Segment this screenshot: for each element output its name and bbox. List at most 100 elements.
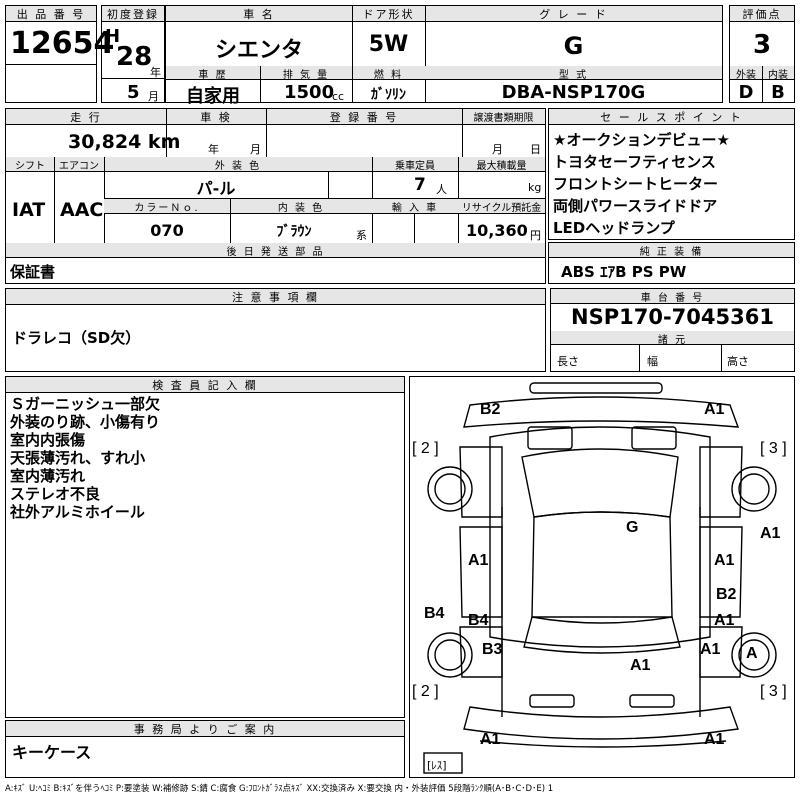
inspector-note: 室内薄汚れ [10, 467, 86, 485]
insp-month-unit: 月 [250, 143, 261, 156]
shift-label: シフト [6, 157, 54, 172]
door-type: 5W [368, 32, 409, 57]
recycle-unit: 円 [530, 229, 541, 242]
recycle-label: リサイクル預託金 [458, 199, 545, 214]
equipment-label: 純 正 装 備 [549, 243, 794, 258]
first-reg-label: 初度登録 [102, 6, 164, 22]
inspector-note: 天張薄汚れ、すれ小 [10, 449, 146, 467]
sales-point: フロントシートヒーター [553, 175, 719, 193]
later-parts: 保証書 [10, 263, 56, 281]
sales-points-box: セ ー ル ス ポ イ ン ト ★オークションデビュー★ トヨタセーフティセンス… [548, 108, 795, 240]
grade-label: グ レ ー ド [425, 6, 722, 22]
mark-a1-front: A1 [704, 401, 725, 418]
reg-number-label: 登 録 番 号 [266, 109, 462, 125]
mark-a-wheel: A [746, 645, 758, 662]
era: H [105, 26, 121, 47]
insp-year-unit: 年 [208, 143, 219, 156]
equipment-box: 純 正 装 備 ABS ｴｱB PS PW [548, 242, 795, 284]
inspector-label: 検 査 員 記 入 欄 [6, 377, 404, 393]
tire-front-right: [ 3 ] [760, 440, 787, 457]
exterior-label: 外装 [730, 66, 762, 81]
grade: G [563, 32, 584, 60]
chassis-label: 車 台 番 号 [551, 289, 794, 304]
mark-a1-rear-left: A1 [480, 731, 501, 748]
office-label: 事 務 局 よ り ご 案 内 [6, 721, 404, 737]
sales-point: ★オークションデビュー★ [553, 131, 730, 149]
inspector-note: Ｓガーニッシュ一部欠 [10, 395, 161, 413]
transfer-month-unit: 月 [492, 143, 503, 156]
caution-box: 注 意 事 項 欄 ドラレコ（SD欠） [5, 288, 546, 372]
mark-b2-front: B2 [480, 401, 501, 418]
capacity-label: 乗車定員 [372, 157, 458, 172]
mark-b3-left: B3 [482, 641, 503, 658]
caution-label: 注 意 事 項 欄 [6, 289, 545, 305]
inspector-notes: Ｓガーニッシュ一部欠 外装のり跡、小傷有り 室内内張傷 天張薄汚れ、すれ小 室内… [10, 395, 160, 521]
width-label: 幅 [647, 355, 658, 368]
sales-point: LEDヘッドランプ [553, 219, 675, 237]
mark-a1-rear-right: A1 [704, 731, 725, 748]
transfer-label: 譲渡書類期限 [462, 109, 545, 125]
later-parts-label: 後 日 発 送 部 品 [6, 243, 545, 258]
history-label: 車 歴 [166, 66, 260, 81]
year: 28 [116, 42, 153, 72]
import-label: 輸 入 車 [372, 199, 458, 214]
inspector-note: ステレオ不良 [10, 485, 101, 503]
max-load-label: 最大積載量 [458, 157, 545, 172]
history: 自家用 [186, 86, 240, 107]
tire-front-left: [ 2 ] [412, 440, 439, 457]
lot-number: 12654 [10, 26, 115, 61]
car-name-label: 車 名 [166, 6, 352, 22]
month: 5 [127, 82, 140, 103]
inspector-note: 社外アルミホイール [10, 503, 145, 521]
height-label: 高さ [727, 355, 749, 368]
tire-rear-right: [ 3 ] [760, 683, 787, 700]
lot-box: 出 品 番 号 12654 [5, 5, 114, 103]
displacement-unit: cc [332, 90, 345, 103]
inspection-label: 車 検 [166, 109, 266, 125]
interior-color: ﾌﾞﾗｳﾝ [276, 224, 312, 240]
exterior-color: パ-ル [196, 179, 236, 198]
lot-label: 出 品 番 号 [6, 6, 96, 22]
car-name: シエンタ [214, 38, 303, 63]
score-box: 評価点 3 外装 内装 D B [729, 5, 795, 103]
chassis-box: 車 台 番 号 NSP170-7045361 諸 元 長さ 幅 高さ [550, 288, 795, 372]
model-code: DBA-NSP170G [501, 82, 646, 103]
sales-points-list: ★オークションデビュー★ トヨタセーフティセンス フロントシートヒーター 両側パ… [553, 129, 793, 239]
mark-a1-right-qtr: A1 [700, 641, 721, 658]
color-no-label: カラーＮｏ. [104, 199, 230, 214]
interior-grade: B [771, 82, 785, 103]
transfer-day-unit: 日 [530, 143, 541, 156]
displacement: 1500 [284, 82, 335, 103]
sales-point: トヨタセーフティセンス [553, 153, 716, 171]
max-load-unit: kg [528, 181, 542, 194]
mark-a1-right-door: A1 [714, 552, 735, 569]
inspector-note: 外装のり跡、小傷有り [10, 413, 161, 431]
car-info-box: 車 名 ドア形状 グ レ ー ド シエンタ 5W G 車 歴 排 気 量 燃 料… [165, 5, 723, 107]
recycle-fee: 10,360 [466, 221, 528, 240]
mark-a1-left-door: A1 [468, 552, 489, 569]
spec-box: 走 行 車 検 登 録 番 号 譲渡書類期限 30,824 km 年 月 月 日… [5, 108, 546, 284]
mark-a1-roof: A1 [630, 657, 651, 674]
mark-b2-right: B2 [716, 586, 737, 603]
capacity-unit: 人 [436, 183, 447, 196]
mark-g-glass: G [626, 519, 639, 536]
interior-label: 内装 [762, 66, 794, 81]
car-outline [423, 382, 777, 774]
office-box: 事 務 局 よ り ご 案 内 キーケース [5, 720, 405, 778]
mark-b4-left-door: B4 [468, 612, 489, 629]
sales-points-label: セ ー ル ス ポ イ ン ト [549, 109, 794, 125]
first-registration-box: 初度登録 H 28 年 5 月 [101, 5, 165, 103]
sales-point: 両側パワースライドドア [553, 197, 718, 215]
displacement-label: 排 気 量 [260, 66, 352, 81]
caution: ドラレコ（SD欠） [12, 329, 141, 347]
car-diagram: B2 A1 [ 2 ] [ 3 ] G A1 A1 A1 B2 B4 B4 A1… [409, 376, 795, 778]
door-label: ドア形状 [352, 6, 425, 22]
spare-tire: [ﾚｽ] [427, 759, 447, 772]
interior-color-suffix: 系 [356, 229, 367, 242]
equipment: ABS ｴｱB PS PW [561, 263, 687, 281]
color-no: 070 [150, 221, 184, 240]
tire-rear-left: [ 2 ] [412, 683, 439, 700]
fuel: ｶﾞｿﾘﾝ [371, 87, 406, 103]
inspector-note: 室内内張傷 [10, 431, 86, 449]
interior-color-label: 内 装 色 [230, 199, 372, 214]
